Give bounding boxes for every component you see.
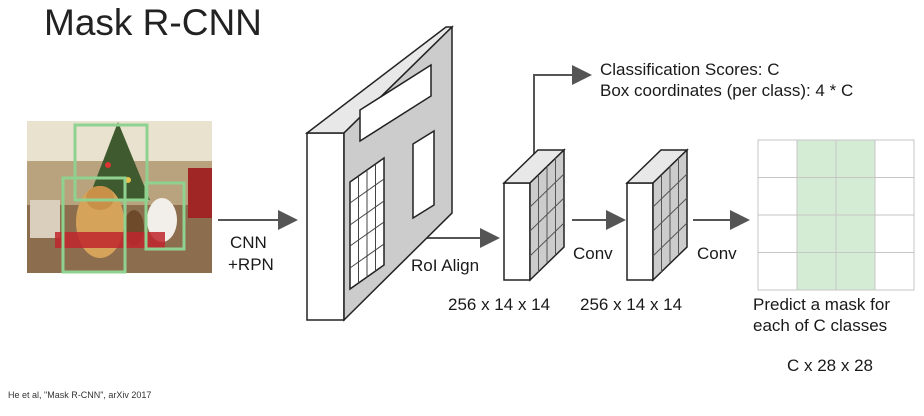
input-image [27,121,212,273]
mask-output-grid [757,139,915,291]
classification-arrow [533,65,592,160]
box-coordinates-label: Box coordinates (per class): 4 * C [600,81,854,100]
rpn-label: +RPN [228,255,274,274]
citation: He et al, "Mask R-CNN", arXiv 2017 [8,390,152,400]
detection-boxes [61,123,186,274]
conv-feature-map [625,148,689,282]
conv-label-2: Conv [697,244,737,263]
mask-prediction-label-2: each of C classes [753,316,888,335]
diagram-title: Mask R-CNN [44,2,262,43]
mask-output-dims: C x 28 x 28 [787,356,873,375]
roi-align-label: RoI Align [411,256,480,275]
detection-box [61,176,127,274]
cnn-label: CNN [230,233,267,252]
mask-prediction-label-1: Predict a mask for [753,295,890,314]
classification-scores-label: Classification Scores: C [600,60,780,79]
detection-box [73,123,149,202]
conv-feature-dims: 256 x 14 x 14 [580,295,683,314]
roi-feature-map [502,148,566,282]
backbone-feature-map [304,25,454,322]
roi-feature-dims: 256 x 14 x 14 [448,295,551,314]
conv-label-1: Conv [573,244,613,263]
detection-box [144,181,186,251]
